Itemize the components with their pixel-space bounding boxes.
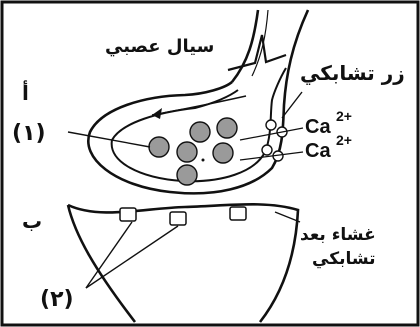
item-2-label: (٢) xyxy=(40,287,74,312)
synaptic-knob-label: زر تشابكي xyxy=(300,61,405,86)
vesicle xyxy=(190,122,210,142)
synaptic-vesicles xyxy=(149,118,237,185)
leader-line-post xyxy=(275,212,300,222)
impulse-arrowhead xyxy=(152,108,162,119)
calcium-ion-2: Ca xyxy=(305,140,331,162)
calcium-ion-1-charge: 2+ xyxy=(336,108,352,124)
postsynaptic-label-line2: تشابكي xyxy=(312,249,376,269)
leader-line-1 xyxy=(68,132,150,147)
vesicle-dot xyxy=(202,159,205,162)
leader-line-2b xyxy=(86,226,178,288)
receptor xyxy=(230,207,246,220)
calcium-ion-2-charge: 2+ xyxy=(336,132,352,148)
part-a-label: أ xyxy=(22,79,29,105)
vesicle xyxy=(149,137,169,157)
calcium-ion-1: Ca xyxy=(305,116,331,138)
postsynaptic-label-line1: غشاء بعد xyxy=(300,225,376,245)
vesicle xyxy=(177,142,197,162)
channel xyxy=(266,120,276,130)
leader-line-2a xyxy=(86,222,132,288)
receptor xyxy=(120,208,136,221)
item-1-label: (١) xyxy=(12,121,46,146)
nerve-impulse-label: سيال عصبي xyxy=(105,36,214,57)
vesicle xyxy=(213,143,233,163)
part-b-label: ب xyxy=(22,209,42,233)
channel xyxy=(262,145,272,155)
vesicle xyxy=(177,165,197,185)
impulse-arrow xyxy=(152,96,246,115)
receptor xyxy=(170,212,186,225)
vesicle xyxy=(217,118,237,138)
